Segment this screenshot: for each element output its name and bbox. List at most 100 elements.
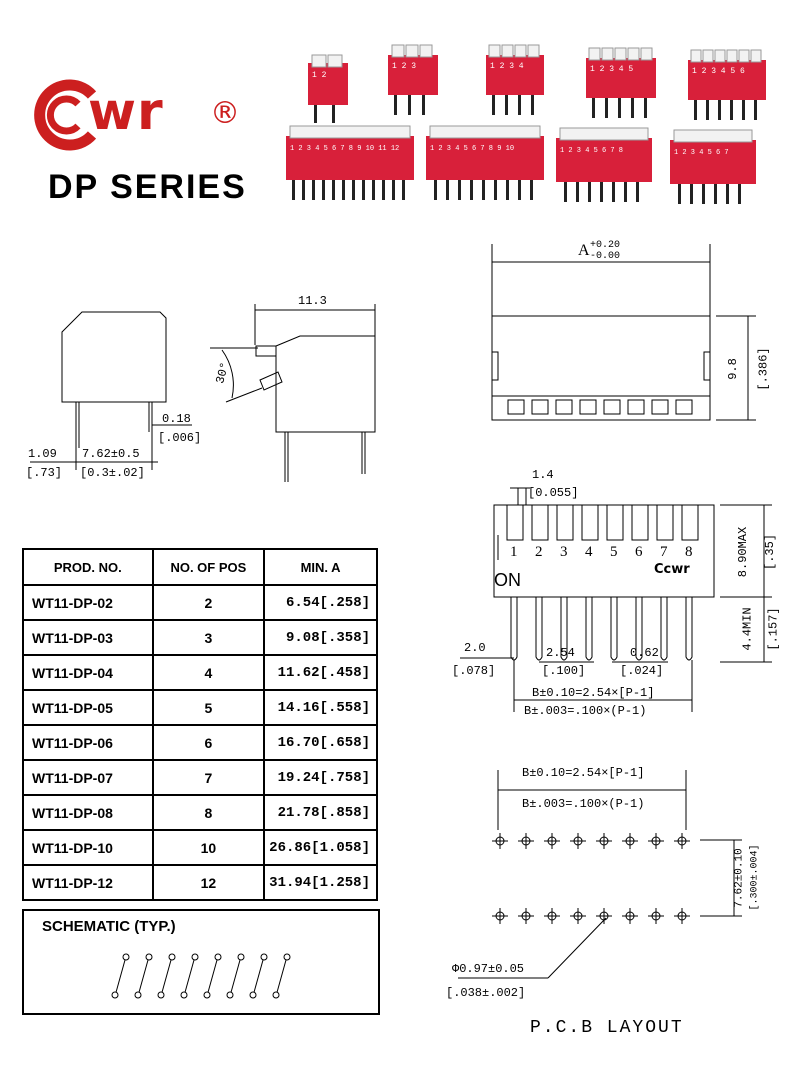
dim-lead-pitch: 7.62±0.5	[82, 447, 140, 461]
series-title: DP SERIES	[48, 168, 247, 206]
photo-dp-07	[670, 129, 756, 204]
photo-label-dp-03: 1 2 3	[392, 62, 417, 71]
schematic-terminal	[145, 953, 153, 961]
schematic-terminal	[237, 953, 245, 961]
schematic-terminal	[214, 953, 222, 961]
dim-lead-pitch-inch: [0.3±.02]	[80, 466, 145, 480]
photo-dp-05	[586, 47, 656, 118]
schematic-terminal	[111, 991, 119, 999]
cell-prod-no: WT11-DP-04	[22, 654, 154, 691]
cell-prod-no: WT11-DP-03	[22, 619, 154, 656]
cell-min-a: 6.54[.258]	[263, 584, 378, 621]
header-prod-no: PROD. NO.	[22, 548, 154, 586]
dim-b-formula: B±0.10=2.54×[P-1]	[532, 686, 655, 700]
schematic-terminal	[122, 953, 130, 961]
position-number: 1	[510, 544, 518, 560]
position-number: 7	[660, 544, 668, 560]
cell-min-a: 26.86[1.058]	[263, 829, 378, 866]
dim-pin-width-inch: [.024]	[620, 664, 664, 678]
photo-dp-08	[556, 127, 652, 202]
position-number: 5	[610, 544, 618, 560]
photo-label-dp-04: 1 2 3 4	[490, 62, 524, 71]
position-number: 2	[535, 544, 543, 560]
cell-no-of-pos: 12	[151, 864, 266, 901]
schematic-terminal	[134, 991, 142, 999]
schematic-box	[22, 909, 380, 1015]
photo-dp-12	[286, 125, 414, 200]
dim-lead-min: 4.4MIN	[740, 607, 755, 651]
dim-edge-inch: [.078]	[452, 664, 496, 678]
photo-dp-02	[308, 54, 348, 123]
cell-min-a: 31.94[1.258]	[263, 864, 378, 901]
dim-top-height: 9.8	[725, 358, 740, 380]
logo-wordmark: wr	[88, 82, 164, 142]
position-number: 3	[560, 544, 568, 560]
schematic-terminal	[168, 953, 176, 961]
photo-label-dp-12: 1 2 3 4 5 6 7 8 9 10 11 12	[290, 145, 400, 153]
cell-no-of-pos: 4	[151, 654, 266, 691]
cell-min-a: 14.16[.558]	[263, 689, 378, 726]
header-min-a: MIN. A	[263, 548, 378, 586]
cell-prod-no: WT11-DP-10	[22, 829, 154, 866]
on-label: ON	[494, 570, 521, 590]
schematic-terminal	[191, 953, 199, 961]
side-view-drawing	[30, 311, 192, 470]
pcb-row-spacing: 7.62±0.10	[733, 848, 746, 908]
cell-no-of-pos: 8	[151, 794, 266, 831]
dim-knob-width-inch: [0.055]	[528, 486, 579, 500]
schematic-terminal	[283, 953, 291, 961]
cell-min-a: 16.70[.658]	[263, 724, 378, 761]
dim-height-max-inch: [.35]	[763, 533, 778, 571]
photo-dp-03	[388, 44, 438, 115]
cell-no-of-pos: 6	[151, 724, 266, 761]
cell-prod-no: WT11-DP-06	[22, 724, 154, 761]
pcb-layout-title: P.C.B LAYOUT	[530, 1018, 684, 1038]
cell-no-of-pos: 3	[151, 619, 266, 656]
cell-prod-no: WT11-DP-12	[22, 864, 154, 901]
schematic-drawing	[114, 959, 287, 997]
cell-prod-no: WT11-DP-08	[22, 794, 154, 831]
cell-prod-no: WT11-DP-02	[22, 584, 154, 621]
schematic-terminal	[203, 991, 211, 999]
pcb-row-spacing-inch: [.300±.004]	[749, 844, 761, 911]
position-number: 6	[635, 544, 643, 560]
cell-prod-no: WT11-DP-07	[22, 759, 154, 796]
photo-label-dp-05: 1 2 3 4 5	[590, 65, 634, 74]
schematic-terminal	[249, 991, 257, 999]
dim-lead-thickness-inch: [.006]	[158, 431, 202, 445]
dim-lead-offset: 1.09	[28, 447, 57, 461]
dim-lead-thickness: 0.18	[162, 412, 191, 426]
cell-prod-no: WT11-DP-05	[22, 689, 154, 726]
cell-no-of-pos: 7	[151, 759, 266, 796]
schematic-terminal	[260, 953, 268, 961]
photo-label-dp-07: 1 2 3 4 5 6 7	[674, 149, 729, 157]
dim-pitch-inch: [.100]	[542, 664, 586, 678]
cell-no-of-pos: 5	[151, 689, 266, 726]
schematic-title: SCHEMATIC (TYP.)	[42, 918, 176, 935]
dim-top-height-inch: [.386]	[756, 347, 771, 391]
pcb-b-formula-inch: B±.003=.100×(P-1)	[522, 797, 645, 811]
photo-label-dp-02: 1 2	[312, 71, 327, 80]
dim-tilt-width: 11.3	[298, 294, 327, 308]
pcb-layout-drawing	[458, 770, 742, 979]
pcb-b-formula: B±0.10=2.54×[P-1]	[522, 766, 645, 780]
dim-a-label: A	[578, 242, 590, 259]
position-number: 8	[685, 544, 693, 560]
schematic-terminal	[272, 991, 280, 999]
front-view-drawing	[460, 487, 772, 712]
mini-logo-c-icon: C	[654, 562, 664, 577]
schematic-terminal	[180, 991, 188, 999]
cell-min-a: 21.78[.858]	[263, 794, 378, 831]
photo-label-dp-10: 1 2 3 4 5 6 7 8 9 10	[430, 145, 515, 153]
dim-knob-width: 1.4	[532, 468, 554, 482]
photo-dp-10	[426, 125, 544, 200]
